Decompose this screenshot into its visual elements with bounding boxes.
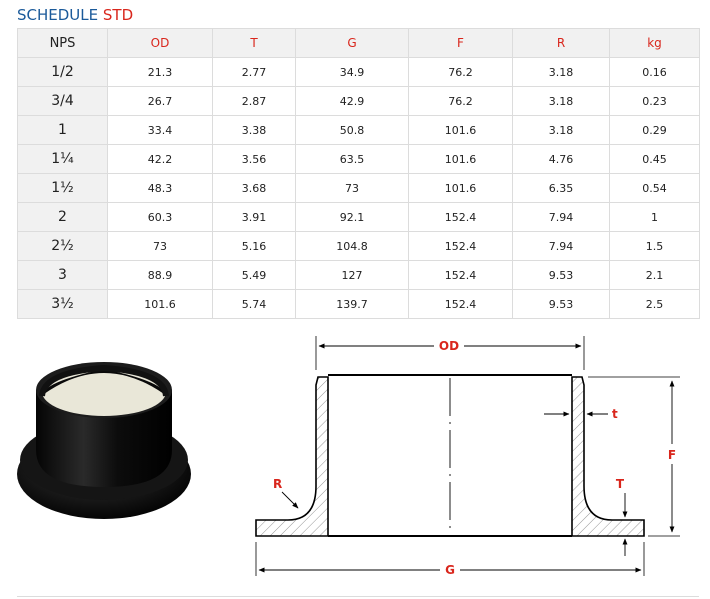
- cell-nps: 2: [17, 202, 108, 232]
- label-t-flange: T: [616, 477, 625, 491]
- cell-od: 101.6: [107, 289, 213, 319]
- cell-nps: 1½: [17, 173, 108, 203]
- cell-nps: 1: [17, 115, 108, 145]
- label-t-wall: t: [612, 407, 618, 421]
- cell-g: 92.1: [295, 202, 409, 232]
- cell-r: 6.35: [512, 173, 610, 203]
- table-row: 2½ 73 5.16 104.8 152.4 7.94 1.5: [17, 231, 700, 261]
- stub-end-photo: [17, 362, 191, 519]
- dimension-table: NPS OD T G F R kg 1/2 21.3 2.77 34.9 76.…: [17, 28, 700, 319]
- header-g: G: [295, 28, 409, 58]
- cell-f: 101.6: [408, 115, 513, 145]
- header-od: OD: [107, 28, 213, 58]
- cell-od: 42.2: [107, 144, 213, 174]
- cell-t: 5.74: [212, 289, 296, 319]
- cell-g: 139.7: [295, 289, 409, 319]
- pipe-inner-wall: [42, 368, 166, 416]
- cell-od: 21.3: [107, 57, 213, 87]
- table-row: 1¼ 42.2 3.56 63.5 101.6 4.76 0.45: [17, 144, 700, 174]
- cell-kg: 0.23: [609, 86, 700, 116]
- label-f: F: [668, 448, 676, 462]
- cell-f: 76.2: [408, 57, 513, 87]
- table-header-row: NPS OD T G F R kg: [17, 28, 700, 58]
- table-row: 1 33.4 3.38 50.8 101.6 3.18 0.29: [17, 115, 700, 145]
- header-t: T: [212, 28, 296, 58]
- cell-nps: 3½: [17, 289, 108, 319]
- cell-f: 76.2: [408, 86, 513, 116]
- cell-kg: 0.54: [609, 173, 700, 203]
- cell-r: 3.18: [512, 57, 610, 87]
- cell-t: 2.77: [212, 57, 296, 87]
- cell-t: 3.91: [212, 202, 296, 232]
- cell-r: 7.94: [512, 202, 610, 232]
- cell-r: 3.18: [512, 86, 610, 116]
- cell-kg: 0.45: [609, 144, 700, 174]
- title-accent: STD: [102, 6, 134, 24]
- cell-nps: 3/4: [17, 86, 108, 116]
- cell-f: 152.4: [408, 231, 513, 261]
- cell-g: 34.9: [295, 57, 409, 87]
- cell-g: 104.8: [295, 231, 409, 261]
- cell-od: 88.9: [107, 260, 213, 290]
- header-kg: kg: [609, 28, 700, 58]
- page-title: SCHEDULE STD: [17, 6, 133, 24]
- cell-g: 50.8: [295, 115, 409, 145]
- cell-od: 48.3: [107, 173, 213, 203]
- cell-g: 127: [295, 260, 409, 290]
- cell-g: 73: [295, 173, 409, 203]
- cell-nps: 1/2: [17, 57, 108, 87]
- cell-kg: 2.1: [609, 260, 700, 290]
- table-row: 3½ 101.6 5.74 139.7 152.4 9.53 2.5: [17, 289, 700, 319]
- cell-t: 5.16: [212, 231, 296, 261]
- bottom-divider: [17, 596, 699, 597]
- header-r: R: [512, 28, 610, 58]
- cell-f: 101.6: [408, 144, 513, 174]
- title-prefix: SCHEDULE: [17, 6, 99, 24]
- cell-g: 63.5: [295, 144, 409, 174]
- cell-kg: 1: [609, 202, 700, 232]
- cell-r: 7.94: [512, 231, 610, 261]
- cell-t: 3.68: [212, 173, 296, 203]
- cell-nps: 2½: [17, 231, 108, 261]
- cell-f: 152.4: [408, 260, 513, 290]
- cell-nps: 3: [17, 260, 108, 290]
- cell-f: 101.6: [408, 173, 513, 203]
- header-f: F: [408, 28, 513, 58]
- cell-f: 152.4: [408, 202, 513, 232]
- right-wall-section: [571, 376, 645, 537]
- cell-g: 42.9: [295, 86, 409, 116]
- cell-nps: 1¼: [17, 144, 108, 174]
- table-row: 1½ 48.3 3.68 73 101.6 6.35 0.54: [17, 173, 700, 203]
- header-nps: NPS: [17, 28, 108, 58]
- cell-t: 2.87: [212, 86, 296, 116]
- pipe-body: [36, 390, 172, 487]
- cell-r: 9.53: [512, 289, 610, 319]
- cell-t: 5.49: [212, 260, 296, 290]
- table-row: 1/2 21.3 2.77 34.9 76.2 3.18 0.16: [17, 57, 700, 87]
- cell-t: 3.56: [212, 144, 296, 174]
- cell-kg: 2.5: [609, 289, 700, 319]
- cell-od: 60.3: [107, 202, 213, 232]
- table-row: 2 60.3 3.91 92.1 152.4 7.94 1: [17, 202, 700, 232]
- table-row: 3/4 26.7 2.87 42.9 76.2 3.18 0.23: [17, 86, 700, 116]
- table-row: 3 88.9 5.49 127 152.4 9.53 2.1: [17, 260, 700, 290]
- cell-kg: 0.29: [609, 115, 700, 145]
- stub-end-drawing: OD t F R T G: [255, 336, 680, 577]
- cell-r: 3.18: [512, 115, 610, 145]
- cell-od: 26.7: [107, 86, 213, 116]
- cell-od: 33.4: [107, 115, 213, 145]
- cell-kg: 0.16: [609, 57, 700, 87]
- label-g: G: [445, 563, 455, 577]
- cell-r: 4.76: [512, 144, 610, 174]
- cell-r: 9.53: [512, 260, 610, 290]
- label-r: R: [273, 477, 282, 491]
- left-wall-section: [255, 376, 329, 537]
- cell-kg: 1.5: [609, 231, 700, 261]
- label-od: OD: [439, 339, 459, 353]
- cell-od: 73: [107, 231, 213, 261]
- cell-t: 3.38: [212, 115, 296, 145]
- cell-f: 152.4: [408, 289, 513, 319]
